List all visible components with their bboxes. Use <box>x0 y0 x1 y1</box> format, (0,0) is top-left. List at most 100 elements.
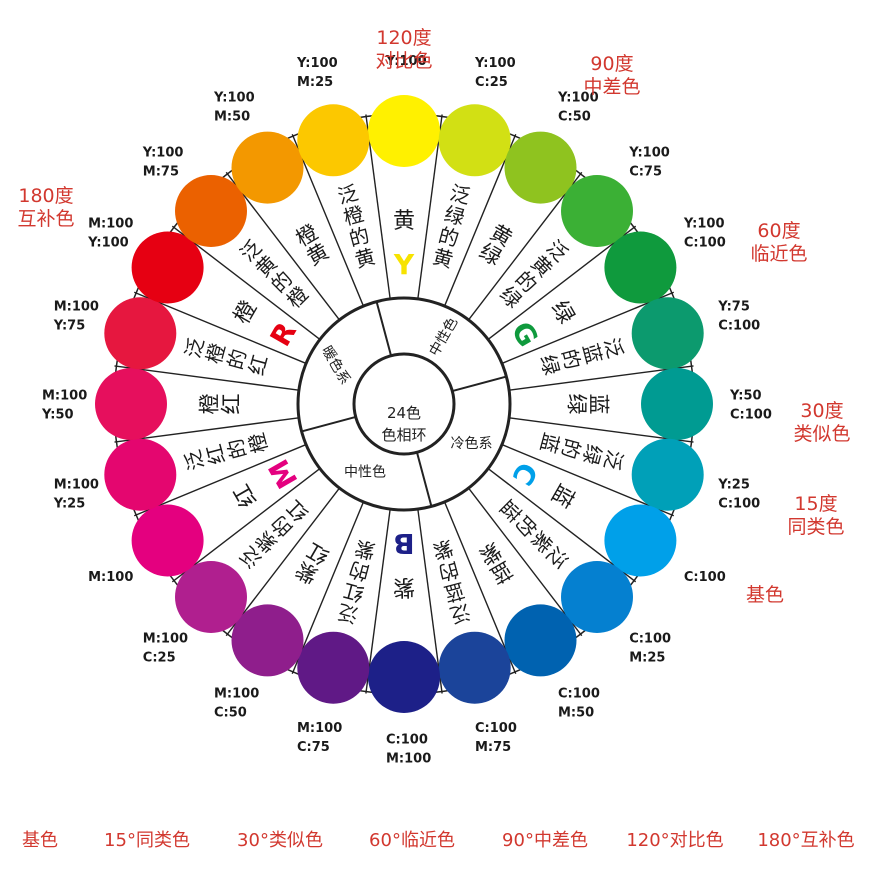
segment-divider <box>133 443 307 517</box>
legend-item: 90°中差色 <box>502 830 588 851</box>
inner-ring-divider <box>375 301 393 356</box>
segment-divider <box>501 443 675 517</box>
cmyk-code-label: M:100 <box>88 570 133 585</box>
segment-divider <box>114 365 299 391</box>
segment-divider <box>365 509 391 694</box>
segment-divider <box>417 509 443 694</box>
color-circle <box>104 297 177 370</box>
segment-divider <box>467 487 583 637</box>
center-label: 24色 色相环 <box>381 404 426 444</box>
segment-divider <box>509 417 694 443</box>
center-line-1: 24色 <box>387 404 421 422</box>
color-circle <box>438 631 511 704</box>
color-circle <box>604 504 677 577</box>
segment-divider <box>171 225 321 341</box>
color-circle <box>604 231 677 304</box>
legend-item: 120°对比色 <box>626 830 724 851</box>
color-circle <box>231 131 304 204</box>
angle-label: 基色 <box>746 584 784 606</box>
color-circle <box>504 131 577 204</box>
inner-ring-divider <box>301 415 356 433</box>
color-name-text: 橙红 <box>198 394 244 415</box>
color-circle <box>175 561 247 633</box>
color-name-text: 紫 <box>393 574 415 599</box>
angle-label: 30度类似色 <box>793 400 850 445</box>
color-name: 泛红的紫 <box>335 535 378 627</box>
segment-divider <box>291 501 365 675</box>
color-circle <box>641 368 713 440</box>
cmyk-code-label: C:100 <box>684 570 726 585</box>
segment-divider <box>501 291 675 365</box>
color-circle <box>561 175 633 247</box>
angle-label: 15度同类色 <box>787 493 844 538</box>
inner-ring-divider <box>452 375 507 393</box>
color-circle <box>438 104 511 177</box>
angle-label: 60度临近色 <box>750 220 807 265</box>
color-name-text: 泛红的紫 <box>335 535 378 627</box>
segment-divider <box>487 467 637 583</box>
color-circle <box>368 95 440 167</box>
segment-divider <box>291 133 365 307</box>
color-name-text: 黄 <box>393 209 415 234</box>
cmyk-code-label: Y:100 <box>385 54 427 69</box>
color-circle <box>561 561 633 633</box>
color-circle <box>131 504 204 577</box>
color-circle <box>131 231 204 304</box>
legend-bar: 基色 15°同类色 30°类似色 60°临近色 90°中差色 120°对比色 1… <box>0 826 880 862</box>
segment-divider <box>417 114 443 299</box>
color-circle <box>297 631 370 704</box>
center-circle <box>352 352 456 456</box>
inner-group-label: 中性色 <box>344 464 386 481</box>
angle-label: 90度中差色 <box>583 53 640 98</box>
color-circle <box>175 175 247 247</box>
color-circle <box>95 368 167 440</box>
angle-label: 180度互补色 <box>17 185 74 230</box>
segment-divider <box>114 417 299 443</box>
legend-item: 180°互补色 <box>757 830 855 851</box>
segment-divider <box>443 133 517 307</box>
segment-divider <box>225 487 341 637</box>
segment-divider <box>509 365 694 391</box>
legend-item: 60°临近色 <box>369 830 455 851</box>
color-circle <box>368 641 440 713</box>
color-circle <box>104 438 177 511</box>
legend-item: 30°类似色 <box>237 830 323 851</box>
center-line-2: 色相环 <box>381 426 426 444</box>
color-name: 橙红 <box>198 394 244 415</box>
segment-divider <box>487 225 637 341</box>
color-name-text: 蓝绿 <box>564 394 610 415</box>
color-name: 紫 <box>393 574 415 599</box>
segment-divider <box>467 171 583 321</box>
color-circle <box>504 604 577 677</box>
legend-item: 基色 <box>22 830 58 851</box>
primary-letter-y: Y <box>393 248 415 281</box>
color-circle <box>231 604 304 677</box>
segment-divider <box>365 114 391 299</box>
color-circle <box>631 297 704 370</box>
segment-divider <box>225 171 341 321</box>
inner-group-label: 冷色系 <box>451 435 493 452</box>
color-circle <box>297 104 370 177</box>
divider-lines <box>114 114 694 694</box>
segment-divider <box>133 291 307 365</box>
